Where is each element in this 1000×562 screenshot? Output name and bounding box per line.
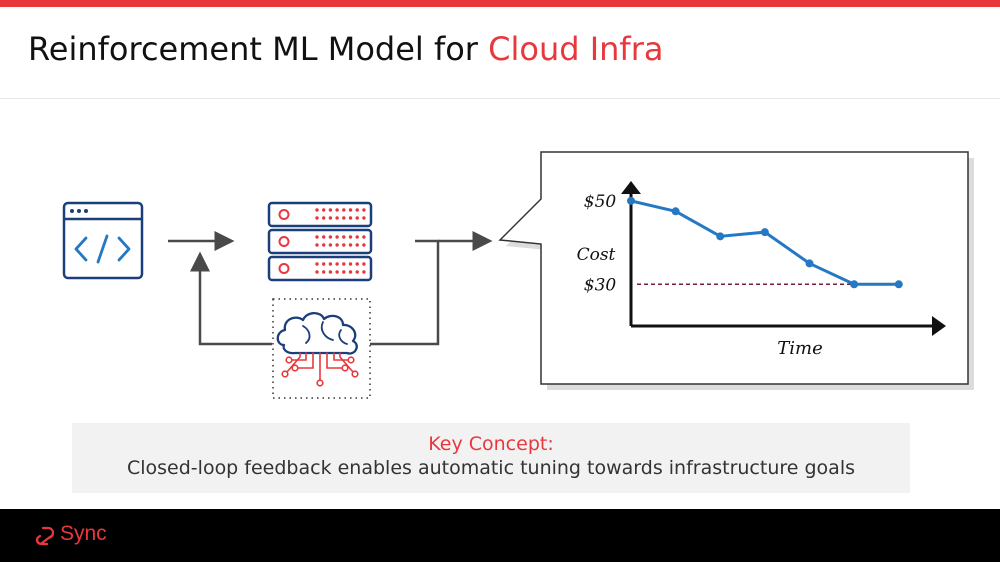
code-window-icon — [62, 201, 144, 280]
y-tick-label-30: $30 — [584, 275, 617, 295]
server-light-dot — [362, 208, 366, 212]
server-light-dot — [335, 270, 339, 274]
server-light-dot — [328, 216, 333, 220]
cost-point-1 — [671, 207, 680, 216]
server-stack-icon — [267, 201, 373, 282]
cost-point-6 — [894, 280, 903, 289]
y-axis-arrow — [621, 181, 641, 194]
server-light-dot — [362, 243, 366, 247]
server-light-dot — [348, 243, 353, 247]
cost-series-points — [627, 196, 903, 289]
server-light-dot — [328, 243, 333, 247]
server-light-dot — [335, 216, 339, 220]
server-light-dot — [355, 270, 359, 274]
server-light-dot — [322, 243, 326, 247]
server-light-dot — [355, 208, 359, 212]
title-accent: Cloud Infra — [488, 30, 664, 68]
server-light-dot — [335, 243, 339, 247]
cost-point-5 — [850, 280, 859, 289]
server-light-dot — [315, 243, 319, 247]
server-light-dot — [342, 270, 346, 274]
server-light-dot — [355, 216, 359, 220]
server-light-dot — [322, 208, 326, 212]
cost-point-2 — [716, 232, 725, 241]
server-light-dot — [342, 262, 346, 266]
footer-brand-name: Sync — [60, 522, 107, 545]
brain-circuit-icon — [272, 298, 371, 399]
server-light-dot — [335, 208, 339, 212]
title-divider — [0, 98, 1000, 99]
cost-chart: $50 $30 Cost Time — [577, 181, 946, 359]
server-status-lights — [315, 208, 366, 274]
server-light-dot — [348, 235, 353, 239]
arrow-model-to-input — [190, 251, 272, 346]
server-light-dot — [348, 208, 353, 212]
server-light-dot — [355, 243, 359, 247]
server-light-dot — [315, 216, 319, 220]
server-light-dot — [322, 235, 326, 239]
server-light-dot — [315, 262, 319, 266]
server-light-dot — [348, 216, 353, 220]
server-light-dot — [335, 235, 339, 239]
server-light-dot — [328, 235, 333, 239]
server-light-dot — [342, 243, 346, 247]
y-axis-label: Cost — [577, 245, 616, 265]
server-light-dot — [322, 262, 326, 266]
server-light-dot — [342, 235, 346, 239]
top-accent-stripe — [0, 0, 1000, 7]
server-light-dot — [362, 235, 366, 239]
key-concept-text: Closed-loop feedback enables automatic t… — [126, 457, 855, 479]
chart-callout — [498, 151, 974, 390]
feedback-line-to-model — [370, 239, 440, 346]
key-concept-heading: Key Concept: — [428, 433, 554, 455]
footer-bar: Sync — [0, 509, 1000, 562]
cost-point-4 — [805, 259, 814, 268]
server-light-dot — [362, 270, 366, 274]
server-light-dot — [342, 216, 346, 220]
server-light-dot — [355, 262, 359, 266]
title-main: Reinforcement ML Model for — [28, 30, 489, 68]
server-light-dot — [328, 208, 333, 212]
server-light-dot — [315, 270, 319, 274]
server-light-dot — [348, 270, 353, 274]
server-light-dot — [355, 235, 359, 239]
cost-point-3 — [760, 228, 769, 237]
page-title: Reinforcement ML Model for Cloud Infra — [28, 30, 663, 68]
server-light-dot — [348, 262, 353, 266]
server-light-dot — [322, 270, 326, 274]
server-light-dot — [328, 262, 333, 266]
server-light-dot — [322, 216, 326, 220]
x-axis-arrow — [932, 316, 946, 336]
server-light-dot — [335, 262, 339, 266]
y-tick-label-50: $50 — [584, 192, 617, 212]
sync-link-icon — [35, 526, 55, 546]
server-light-dot — [362, 262, 366, 266]
server-light-dot — [315, 235, 319, 239]
key-concept-box: Key Concept: Closed-loop feedback enable… — [72, 423, 910, 493]
server-light-dot — [315, 208, 319, 212]
server-light-dot — [328, 270, 333, 274]
x-axis-label: Time — [777, 338, 822, 359]
server-light-dot — [362, 216, 366, 220]
cost-point-0 — [627, 196, 635, 205]
server-light-dot — [342, 208, 346, 212]
